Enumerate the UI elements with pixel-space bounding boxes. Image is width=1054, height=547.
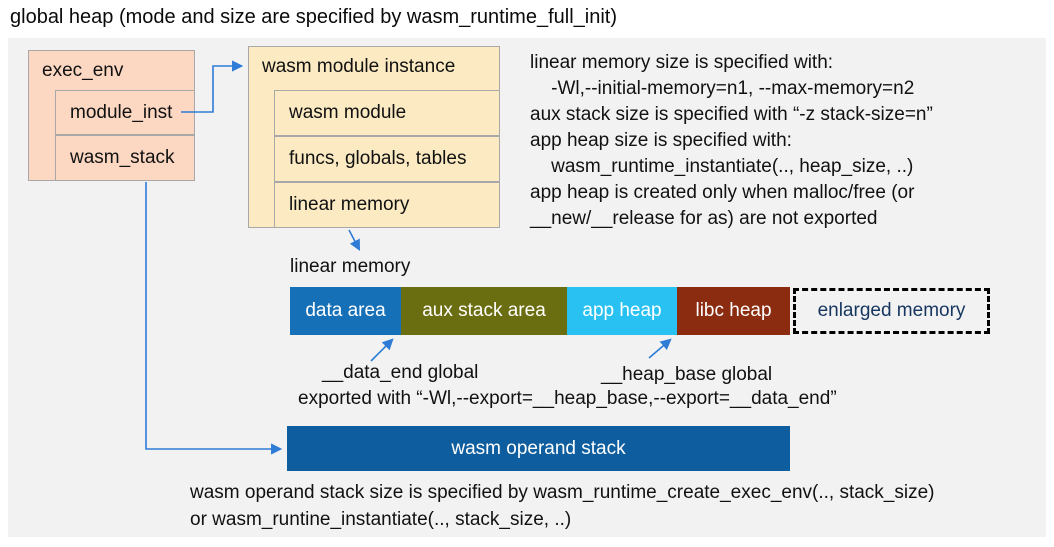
operand-stack-note: wasm operand stack size is specified by …	[190, 479, 935, 533]
linear-memory-row-label: linear memory	[289, 194, 410, 215]
page-title: global heap (mode and size are specified…	[10, 6, 617, 28]
note-line: aux stack size is specified with “-z sta…	[530, 104, 933, 125]
note-line: __new/__release for as) are not exported	[530, 208, 878, 229]
wasm-module-box: wasm module	[274, 90, 500, 136]
memory-size-notes: linear memory size is specified with: -W…	[530, 50, 933, 232]
wasm-operand-stack-bar: wasm operand stack	[287, 426, 790, 471]
module-instance-title: wasm module instance	[262, 56, 456, 77]
segment-libc-heap: libc heap	[677, 287, 790, 335]
wasm-stack-label: wasm_stack	[70, 147, 175, 168]
funcs-globals-tables-label: funcs, globals, tables	[289, 148, 467, 169]
data-end-global-label: __data_end global	[322, 362, 479, 383]
export-flags-label: exported with “-Wl,--export=__heap_base,…	[298, 388, 837, 409]
note-line: linear memory size is specified with:	[530, 52, 834, 73]
funcs-globals-tables-box: funcs, globals, tables	[274, 136, 500, 182]
linear-memory-label: linear memory	[290, 256, 411, 277]
linear-memory-row-box: linear memory	[274, 182, 500, 228]
exec-env-title: exec_env	[42, 60, 124, 81]
module-inst-box: module_inst	[55, 90, 195, 135]
segment-enlarged-memory: enlarged memory	[793, 288, 990, 334]
module-inst-label: module_inst	[70, 101, 173, 123]
wasm-module-label: wasm module	[289, 102, 407, 123]
heap-base-global-label: __heap_base global	[601, 364, 773, 385]
note-line: wasm_runtime_instantiate(.., heap_size, …	[530, 156, 914, 177]
wasm-stack-box: wasm_stack	[55, 135, 195, 181]
note-line: -Wl,--initial-memory=n1, --max-memory=n2	[530, 78, 915, 99]
note-line: app heap is created only when malloc/fre…	[530, 182, 915, 203]
note-line: wasm operand stack size is specified by …	[190, 482, 935, 503]
segment-data-area: data area	[290, 287, 401, 335]
segment-app-heap: app heap	[567, 287, 677, 335]
segment-aux-stack-area: aux stack area	[401, 287, 567, 335]
note-line: app heap size is specified with:	[530, 130, 792, 151]
note-line: or wasm_runtine_instantiate(.., stack_si…	[190, 509, 572, 530]
